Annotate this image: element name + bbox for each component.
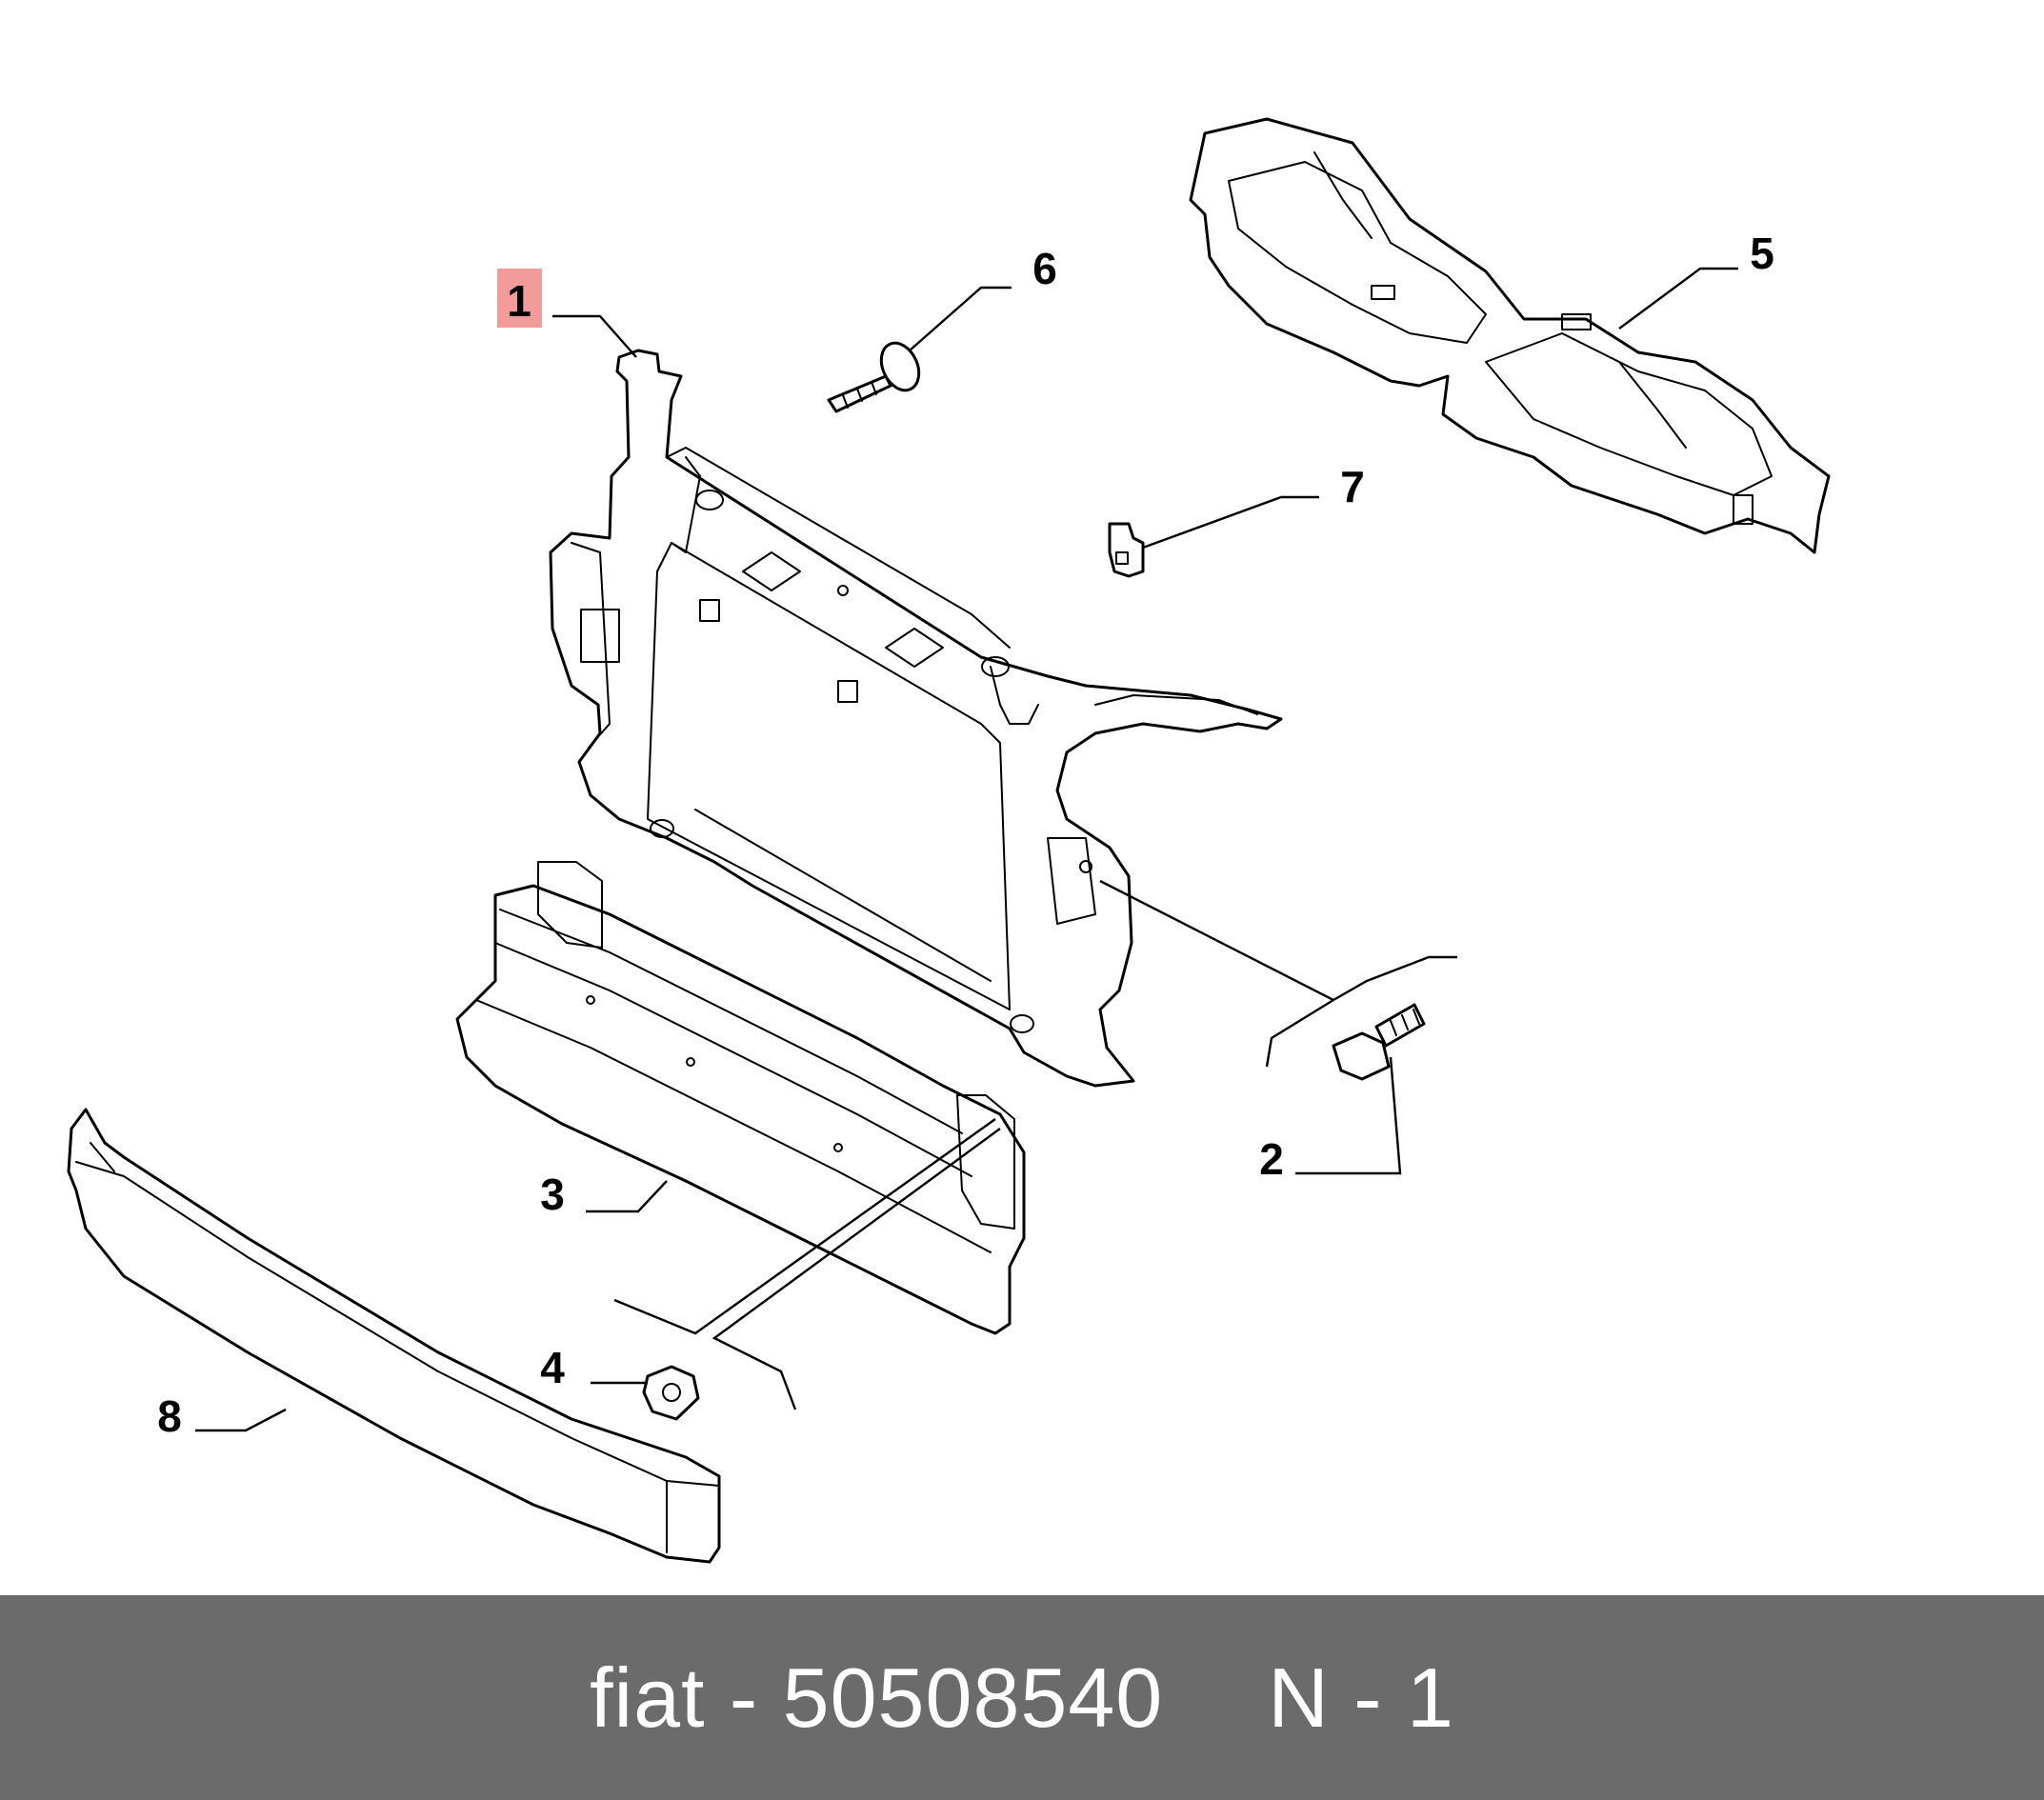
callout-8[interactable]: 8: [157, 1391, 182, 1441]
position-text: N - 1: [1268, 1650, 1454, 1745]
part-5-upper-shield: [1189, 117, 1831, 554]
part-6-screw: [827, 341, 921, 413]
callout-6[interactable]: 6: [1032, 244, 1057, 293]
part-4-nut: [642, 1365, 700, 1421]
parts-diagram: 1 2 3 4 5 6 7 8: [67, 117, 1831, 1564]
callout-7[interactable]: 7: [1340, 462, 1365, 511]
callout-4[interactable]: 4: [540, 1343, 565, 1392]
callout-leaders: [195, 267, 1738, 1432]
part-2-bolt: [1332, 1003, 1426, 1081]
reference-lines: [613, 879, 1457, 1410]
part-8-absorber: [67, 1108, 721, 1564]
callout-1[interactable]: 1: [507, 276, 531, 326]
exploded-parts-drawing: 1 2 3 4 5 6 7 8: [67, 117, 1831, 1564]
callout-labels: 1 2 3 4 5 6 7 8: [157, 229, 1774, 1441]
part-1-front-panel: [549, 349, 1283, 1088]
part-number-text: fiat - 50508540: [590, 1650, 1164, 1745]
footer-text-row: fiat - 50508540 N - 1: [590, 1650, 1454, 1747]
callout-5[interactable]: 5: [1750, 229, 1774, 278]
callout-3[interactable]: 3: [540, 1170, 565, 1219]
part-7-clip: [1108, 522, 1145, 578]
part-info-footer: fiat - 50508540 N - 1: [0, 1595, 2044, 1800]
part-3-bumper-beam: [455, 861, 1026, 1335]
callout-2[interactable]: 2: [1259, 1134, 1284, 1184]
callout-1-highlight: [497, 269, 542, 328]
